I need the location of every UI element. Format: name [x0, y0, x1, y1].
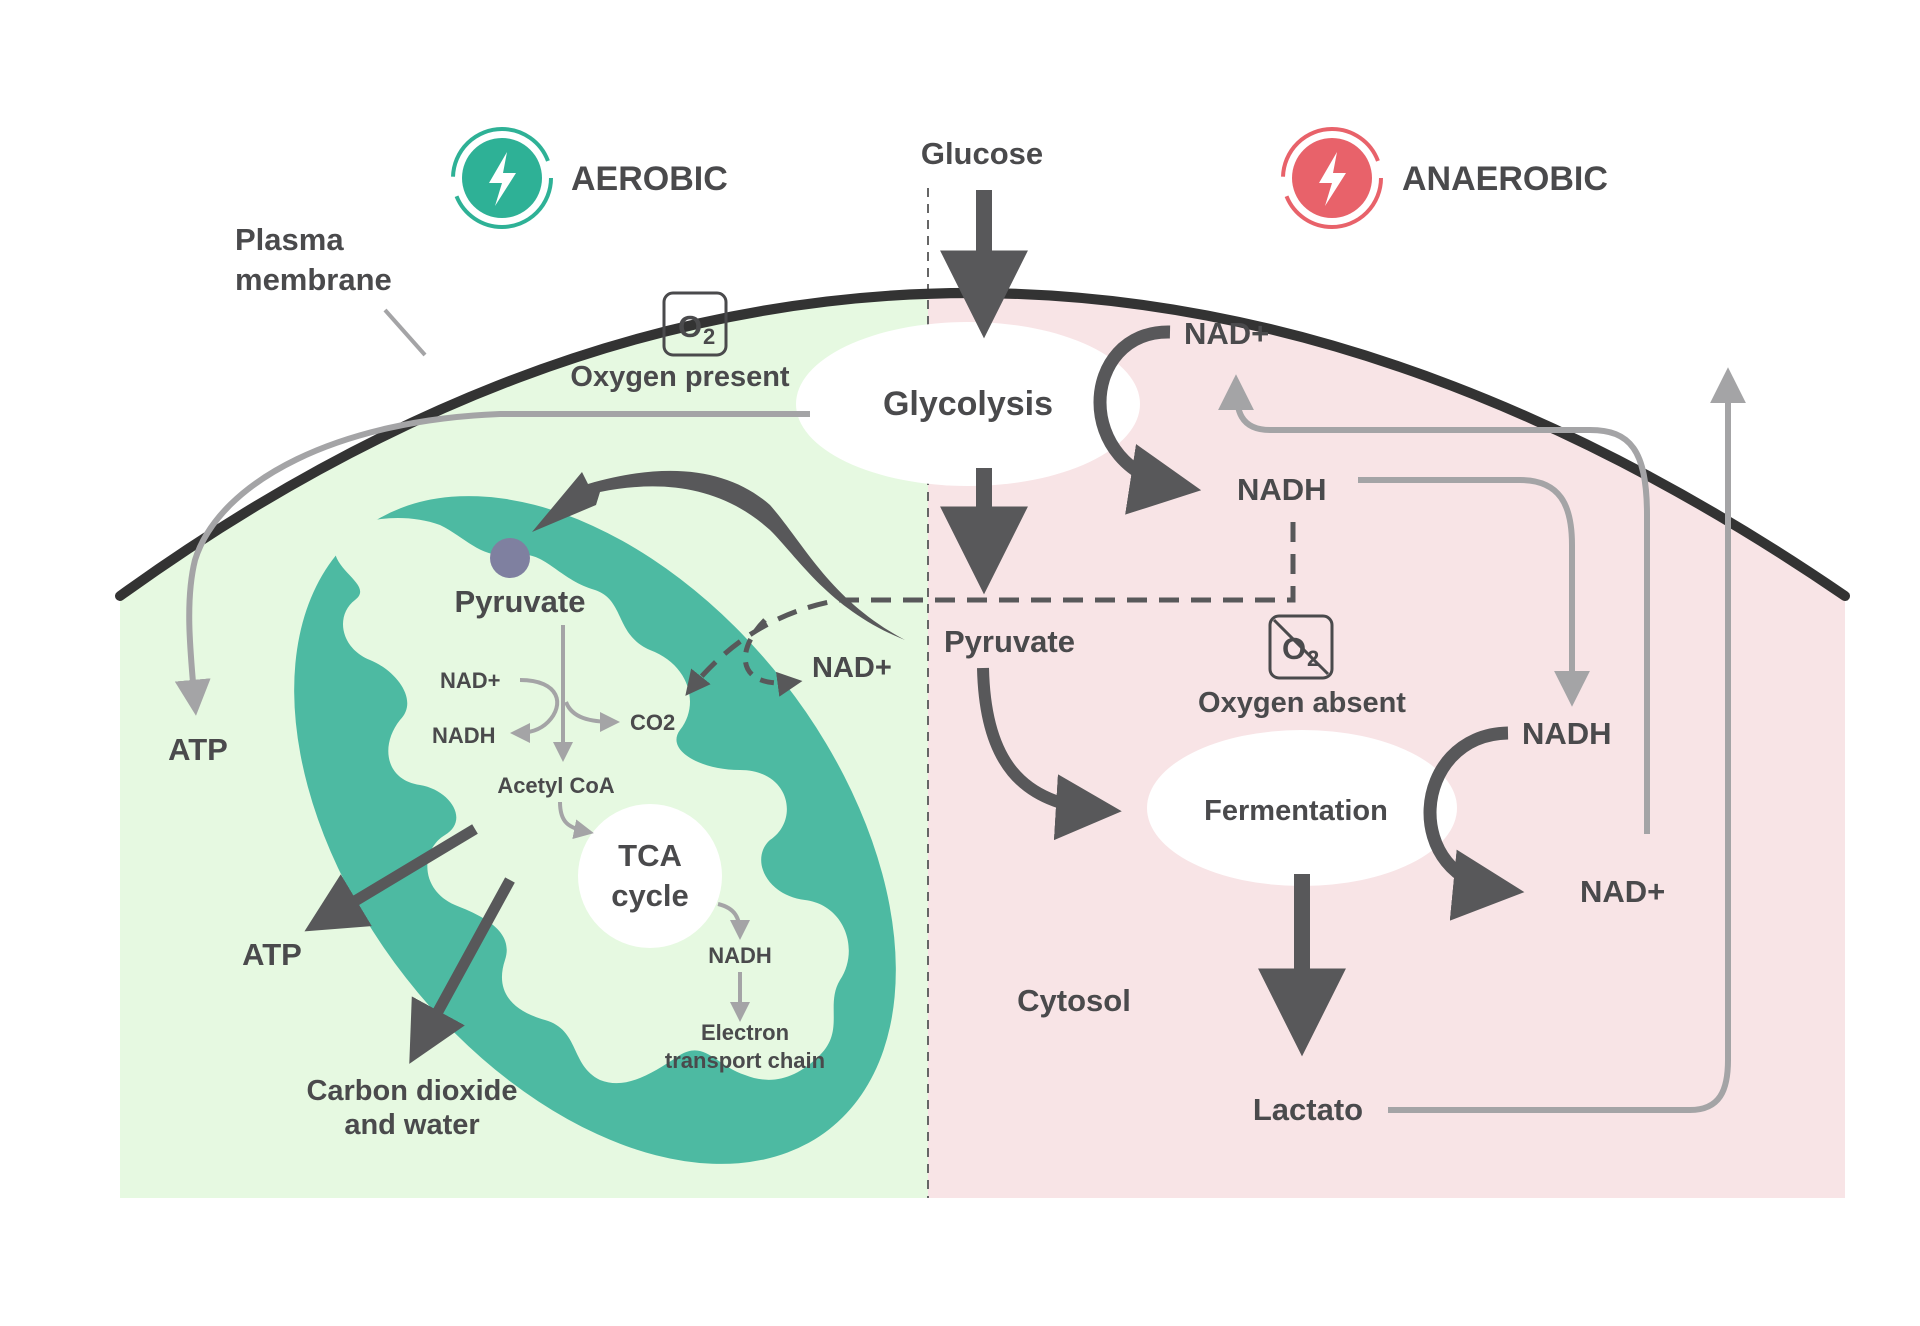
svg-text:2: 2 — [703, 324, 715, 349]
nadh-small-label: NADH — [432, 723, 496, 748]
anaerobic-region — [928, 293, 1845, 1198]
glycolysis-to-atp-arrow — [174, 411, 810, 716]
nad-plus-mito-out-label: NAD+ — [812, 652, 892, 684]
co2-water-arrow — [409, 877, 515, 1064]
lactato-return-arrow — [1388, 367, 1746, 1113]
nadh-dashed-arrow — [685, 522, 1296, 696]
plasma-membrane-label-1: Plasma — [235, 222, 344, 257]
nad-plus-small-label: NAD+ — [440, 668, 501, 693]
aerobic-header: AEROBIC — [571, 160, 728, 198]
membrane-pointer — [383, 308, 427, 357]
nad-plus-ferm-label: NAD+ — [1580, 874, 1665, 909]
lightning-bolt-icon — [1319, 152, 1346, 206]
fermentation-label: Fermentation — [1204, 795, 1388, 827]
co2-label: CO2 — [630, 710, 675, 735]
oxygen-present-icon: O 2 — [662, 291, 728, 357]
glycolysis-label: Glycolysis — [883, 385, 1053, 423]
nad-to-nadh-curve-arrow — [1093, 325, 1202, 515]
nad-plus-dashed-arrow — [742, 618, 803, 697]
glucose-label: Glucose — [921, 136, 1043, 171]
aerobic-badge — [451, 127, 553, 229]
nadh-tca-label: NADH — [708, 943, 772, 968]
oxygen-absent-icon: O 2 — [1268, 614, 1334, 680]
pyruvate-mito-label: Pyruvate — [455, 584, 586, 619]
tca-cycle-circle — [578, 804, 722, 948]
atp-mito-label: ATP — [242, 937, 302, 972]
co2-water-label-2: and water — [344, 1109, 479, 1141]
to-co2-small-arrow — [564, 701, 620, 732]
pyruvate-into-mitochondrion-arrow — [532, 470, 905, 640]
mitochondrion-cristae — [334, 517, 849, 1084]
co2-water-label-1: Carbon dioxide — [306, 1075, 517, 1107]
pyruvate-cytosol-label: Pyruvate — [944, 624, 1075, 659]
pyruvate-to-fermentation-arrow — [977, 667, 1122, 841]
atp-mito-arrow — [304, 824, 478, 932]
cytosol-label: Cytosol — [1017, 983, 1131, 1018]
nad-to-nadh-small-arrow — [510, 678, 560, 743]
acetyl-coa-label: Acetyl CoA — [497, 773, 614, 798]
nad-plus-top-label: NAD+ — [1184, 316, 1269, 351]
atp-left-label: ATP — [168, 732, 228, 767]
nadh-to-nadh-ferm-arrow — [1358, 477, 1590, 707]
nad-return-arrow — [1218, 374, 1650, 834]
oxygen-present-label: Oxygen present — [570, 361, 790, 393]
nadh-to-nad-curve-arrow — [1423, 726, 1525, 921]
anaerobic-header: ANAEROBIC — [1402, 160, 1608, 198]
plasma-membrane-label-2: membrane — [235, 262, 392, 297]
etc-label-1: Electron — [701, 1020, 789, 1045]
pyruvate-dot — [490, 538, 530, 578]
tca-to-nadh-arrow — [717, 902, 750, 940]
lactato-label: Lactato — [1253, 1092, 1363, 1127]
svg-text:O: O — [678, 309, 702, 344]
tca-label-2: cycle — [611, 878, 689, 913]
anaerobic-badge — [1281, 127, 1383, 229]
glycolysis-ellipse — [796, 322, 1140, 486]
nadh-top-label: NADH — [1237, 472, 1327, 507]
fermentation-ellipse — [1147, 730, 1457, 886]
lightning-bolt-icon — [489, 152, 516, 206]
acetyl-to-tca-arrow — [558, 801, 594, 840]
oxygen-absent-label: Oxygen absent — [1198, 687, 1406, 719]
nadh-ferm-label: NADH — [1522, 716, 1612, 751]
tca-label-1: TCA — [618, 838, 682, 873]
etc-label-2: transport chain — [665, 1048, 825, 1073]
